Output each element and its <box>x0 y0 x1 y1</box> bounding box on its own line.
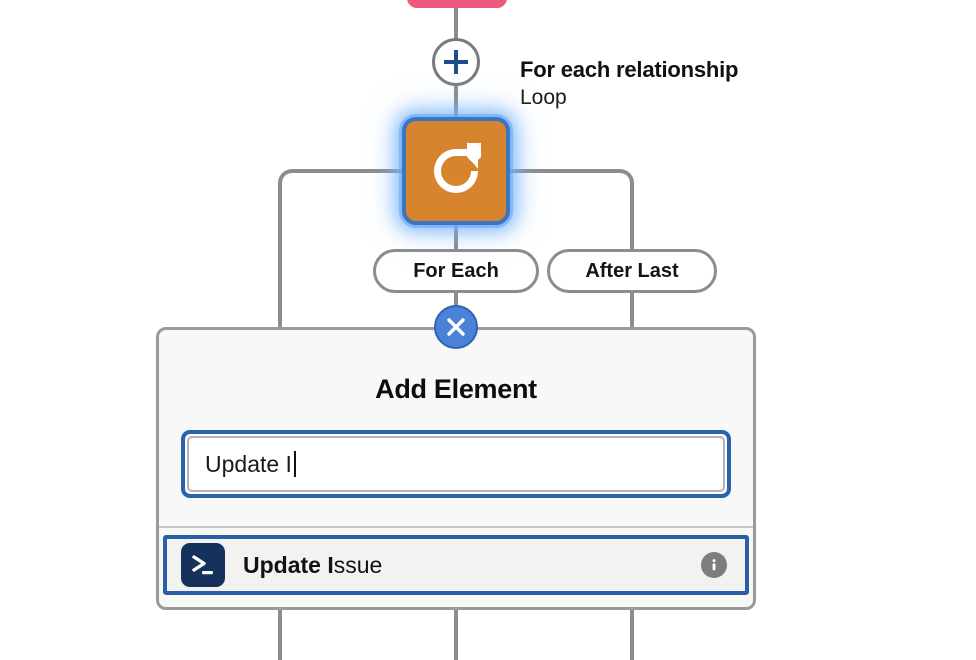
list-item-update-issue[interactable]: Update Issue <box>163 535 749 595</box>
dialog-title: Add Element <box>375 374 537 404</box>
branch-label-text: For Each <box>413 259 499 282</box>
loop-node[interactable] <box>402 117 510 225</box>
results-separator <box>159 526 753 528</box>
info-glyph <box>712 559 716 571</box>
search-field-wrapper[interactable]: Update I <box>181 430 731 498</box>
connector-line-bottom-center <box>454 605 458 660</box>
connector-line-loop-foreach <box>454 223 458 253</box>
loop-node-title: For each relationship <box>520 57 739 82</box>
search-input-value: Update I <box>205 450 292 477</box>
connector-line-top <box>454 8 458 40</box>
connector-split-right <box>506 169 618 173</box>
terminal-glyph <box>192 555 213 575</box>
search-input[interactable]: Update I <box>187 436 725 492</box>
connector-split-left <box>294 169 406 173</box>
add-element-dialog: Add Element Update I Update Issue <box>156 327 756 610</box>
close-dialog-button[interactable] <box>434 305 478 349</box>
plus-icon <box>444 50 468 74</box>
info-icon[interactable] <box>701 552 727 578</box>
list-item-label-rest: ssue <box>333 551 383 578</box>
loop-redo-icon <box>434 143 481 193</box>
list-item-label-match: Update I <box>243 551 334 578</box>
branch-label-after-last[interactable]: After Last <box>547 249 717 293</box>
terminal-icon <box>181 543 225 587</box>
connector-corner-right <box>614 169 634 189</box>
branch-label-text: After Last <box>585 259 679 282</box>
branch-label-for-each[interactable]: For Each <box>373 249 539 293</box>
connector-corner-left <box>278 169 298 189</box>
previous-node[interactable] <box>407 0 507 8</box>
loop-node-caption: For each relationship Loop <box>520 56 738 111</box>
connector-line-plus-loop <box>454 86 458 120</box>
text-caret <box>293 451 296 477</box>
connector-line-bottom-right <box>630 605 634 660</box>
connector-line-bottom-left <box>278 605 282 660</box>
loop-node-subtitle: Loop <box>520 85 567 109</box>
close-x-icon <box>447 318 465 336</box>
add-node-button[interactable] <box>432 38 480 86</box>
list-item-label: Update Issue <box>243 552 701 579</box>
